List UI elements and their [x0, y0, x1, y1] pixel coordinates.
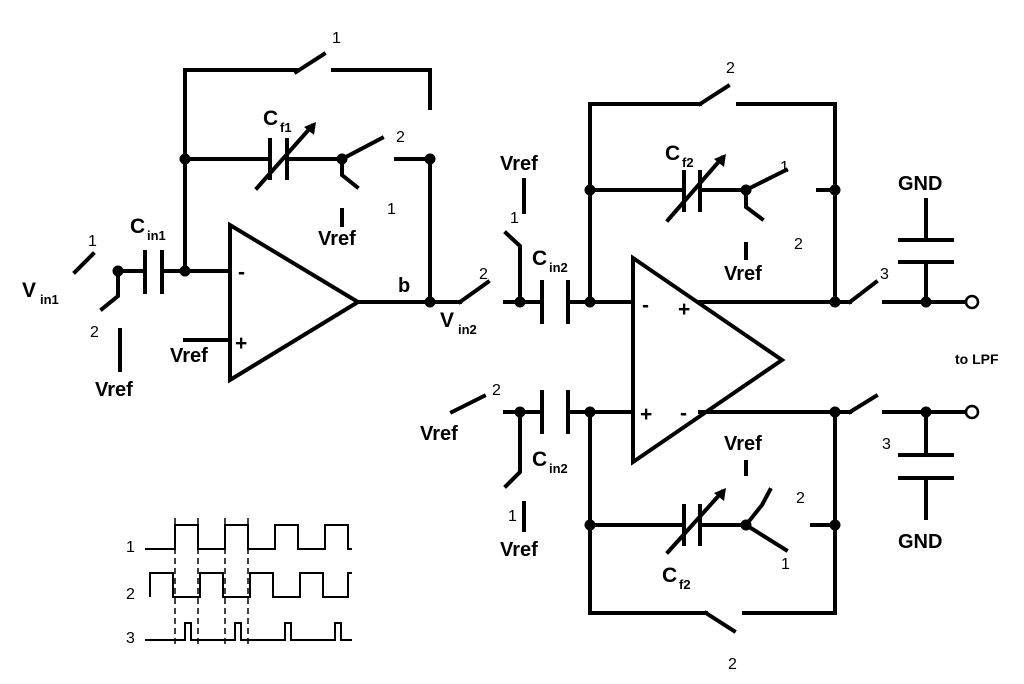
- stage2-plus-out: +: [678, 298, 690, 321]
- stage1-plus-terminal: +: [235, 332, 247, 355]
- label-vref-top-in: Vref: [500, 153, 538, 175]
- label-cf1-sub: f1: [280, 120, 292, 135]
- stage1-junction-dots: [112, 153, 436, 308]
- label-vin2-sub: in2: [458, 322, 477, 337]
- phase-subscript: 2: [726, 60, 735, 77]
- timing-label-phi2-sub: 2: [126, 586, 135, 603]
- phase-subscript: 2: [794, 236, 803, 253]
- label-cin2-top-main: C: [532, 247, 547, 270]
- phase-subscript: 1: [88, 233, 97, 250]
- phase-subscript: 2: [479, 266, 488, 283]
- phase-subscript: 1: [781, 556, 790, 573]
- label-vin1-sub: in1: [40, 292, 59, 307]
- phase-subscript: 2: [728, 656, 737, 673]
- stage2-terminals-dots: [514, 184, 980, 531]
- label-cin2-bot-sub: in2: [549, 461, 568, 476]
- output-terminal-top: [964, 294, 980, 310]
- phase-subscript: 3: [882, 436, 891, 453]
- phase-subscript: 1: [780, 159, 789, 176]
- timing-waveform-phi3: [145, 622, 352, 641]
- label-vref-bot-sample: Vref: [500, 539, 538, 561]
- label-cf2-bot-sub: f2: [679, 577, 691, 592]
- label-cin1-main: C: [130, 215, 145, 238]
- label-node-b: b: [398, 275, 410, 297]
- stage2-opamp: - + + -: [631, 254, 786, 466]
- label-gnd-bot: GND: [898, 531, 942, 553]
- timing-waveform-phi1: [145, 524, 352, 550]
- phase-subscript: 1: [508, 508, 517, 525]
- phase-subscript: 2: [796, 490, 805, 507]
- phase-subscript: 3: [880, 266, 889, 283]
- label-cin2-bot-main: C: [532, 448, 547, 471]
- stage1-wires: [72, 51, 491, 372]
- label-cin1-sub: in1: [147, 228, 166, 243]
- label-gnd-top: GND: [898, 173, 942, 195]
- timing-label-phi1-sub: 1: [126, 539, 135, 556]
- stage2-bottom-wires: [449, 390, 968, 634]
- stage2-labels: Vref C in2 C in2 C f2 C f2 Vref Vref Vre…: [420, 142, 999, 592]
- label-vref-input1: Vref: [95, 379, 133, 401]
- stage1-phase-labels: 1 2 1 2 1 2: [88, 30, 488, 341]
- label-cf2-top-sub: f2: [682, 155, 694, 170]
- timing-waveform-phi2: [149, 572, 352, 598]
- label-vref-noninv1: Vref: [170, 345, 208, 367]
- timing-diagram: 1 2 3: [126, 518, 352, 647]
- label-cf2-top-main: C: [665, 142, 680, 165]
- label-cf2-bot-main: C: [662, 564, 677, 587]
- stage2-phase-labels: 1 2 1 2 3 2 3 2 1 1 2: [492, 60, 891, 673]
- label-vref-cf1: Vref: [318, 228, 356, 250]
- stage2-top-wires: [503, 83, 968, 324]
- label-vref-bot-in: Vref: [420, 423, 458, 445]
- timing-label-phi3-sub: 3: [126, 630, 135, 647]
- label-vref-cf2-bot: Vref: [724, 433, 762, 455]
- stage2-minus-out: -: [680, 402, 687, 425]
- label-cf1-main: C: [263, 107, 278, 130]
- output-terminal-bottom: [964, 404, 980, 420]
- stage1-labels: V in1 C in1 C f1 Vref Vref Vref b V in2: [22, 107, 477, 401]
- stage2-minus-in: -: [642, 294, 649, 317]
- phase-subscript: 1: [510, 210, 519, 227]
- phase-subscript: 1: [332, 30, 341, 47]
- phase-subscript: 2: [492, 382, 501, 399]
- phase-subscript: 2: [90, 324, 99, 341]
- stage2-plus-in: +: [640, 403, 652, 426]
- stage1-minus-terminal: -: [238, 261, 245, 284]
- label-vin1-main: V: [22, 279, 36, 302]
- label-to-lpf: to LPF: [955, 351, 999, 367]
- label-vin2-main: V: [440, 309, 454, 332]
- stage1-opamp: - +: [228, 221, 362, 384]
- label-cin2-top-sub: in2: [549, 260, 568, 275]
- label-vref-cf2-top: Vref: [724, 263, 762, 285]
- phase-subscript: 2: [396, 129, 405, 146]
- phase-subscript: 1: [387, 201, 396, 218]
